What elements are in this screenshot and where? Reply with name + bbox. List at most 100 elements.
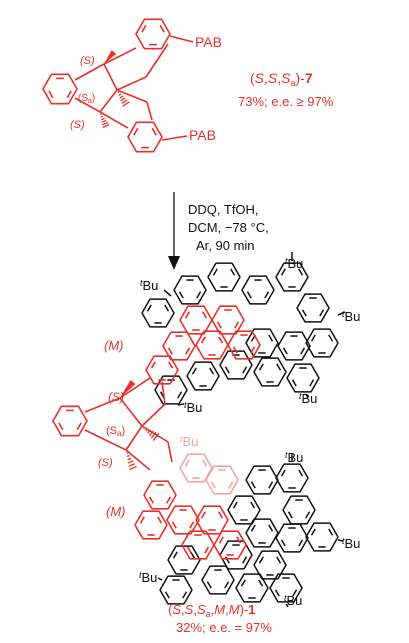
product-stereo-s-upper: (S)	[108, 390, 124, 404]
hashed-bond-spiro	[117, 91, 130, 107]
double-bond	[301, 309, 307, 317]
double-bond	[305, 511, 311, 519]
hash-line	[145, 428, 149, 432]
pab-upper-label: PAB	[195, 34, 222, 50]
bond	[161, 135, 188, 141]
double-bond	[250, 501, 256, 509]
double-bond	[58, 422, 64, 431]
helicene-ring-upper-4	[162, 331, 196, 361]
indane-benzo-ring	[42, 73, 78, 105]
double-bond	[274, 589, 280, 597]
hash-line	[129, 465, 137, 471]
double-bond	[240, 579, 246, 587]
helicene-ring-lower-5	[213, 530, 247, 560]
double-bond	[282, 347, 288, 355]
nanographene-ring-lower-9	[235, 573, 269, 603]
nanographene-ring-upper-10	[286, 363, 320, 393]
double-bond	[218, 536, 224, 544]
hash-line	[102, 124, 110, 128]
bond	[169, 35, 194, 43]
product-stereo-sa: (Sa)	[106, 425, 125, 438]
bond	[167, 441, 173, 463]
tbu-label-5: tBu	[299, 391, 317, 406]
compound-7-structure: (S) (Sa) (S) PAB PAB	[42, 18, 222, 153]
bond	[177, 403, 185, 406]
double-bond	[66, 90, 72, 99]
double-bond	[258, 579, 264, 587]
bond	[103, 47, 137, 65]
double-bond	[48, 90, 54, 99]
nanographene-ring-back-0	[179, 453, 213, 483]
tbu-label-10: tBu	[284, 593, 302, 608]
double-bond	[177, 391, 183, 399]
double-bond	[216, 321, 222, 329]
double-bond	[209, 367, 215, 375]
upper-aryl-ring	[135, 18, 171, 50]
double-bond	[159, 24, 165, 33]
double-bond	[228, 481, 234, 489]
double-bond	[202, 311, 208, 319]
double-bond	[164, 304, 170, 312]
helix-m-upper-label: (M)	[104, 338, 124, 353]
double-bond	[206, 581, 212, 589]
stereo-s-lower-label: (S)	[70, 119, 85, 131]
double-bond	[224, 581, 230, 589]
double-bond	[236, 536, 242, 544]
double-bond	[242, 556, 248, 564]
double-bond	[242, 366, 248, 374]
tbu-label-9: tBu	[139, 570, 157, 585]
compound-7-yield: 73%; e.e. ≥ 97%	[238, 94, 334, 109]
nanographene-ring-back-1	[205, 465, 239, 495]
nanographene-ring-lower-8	[269, 573, 303, 603]
nanographene-ring-upper-12	[154, 375, 188, 405]
double-bond	[246, 291, 252, 299]
compound-1-name: (S,S,Sa,M,M)-1	[168, 602, 255, 619]
hash-line	[102, 121, 108, 126]
nanographene-ring-upper-8	[219, 350, 253, 380]
double-bond	[309, 379, 315, 387]
double-bond	[151, 127, 157, 136]
bond	[119, 397, 143, 427]
bond	[99, 111, 129, 129]
double-bond	[224, 366, 230, 374]
bond	[146, 101, 153, 121]
double-bond	[264, 291, 270, 299]
double-bond	[268, 334, 274, 342]
double-bond	[184, 311, 190, 319]
nanographene-ring-lower-11	[167, 545, 201, 575]
hash-line	[120, 97, 126, 102]
nanographene-ring-upper-1	[207, 262, 241, 292]
double-bond	[300, 347, 306, 355]
double-bond	[268, 481, 274, 489]
bond	[145, 43, 169, 78]
double-bond	[232, 501, 238, 509]
bond	[141, 403, 166, 427]
hash-line	[101, 119, 107, 123]
indane-benzo-ring	[52, 405, 88, 437]
double-bond	[139, 516, 145, 524]
hash-line	[101, 117, 105, 121]
compound-7-caption: (S,S,Sa)-7 73%; e.e. ≥ 97%	[238, 70, 334, 109]
double-bond	[230, 268, 236, 276]
nanographene-ring-lower-10	[201, 565, 235, 595]
double-bond	[258, 556, 264, 564]
double-bond	[204, 546, 210, 554]
bond	[116, 89, 148, 103]
bond	[163, 289, 172, 297]
nanographene-ring-lower-13	[227, 495, 261, 525]
double-bond	[250, 481, 256, 489]
bond	[157, 577, 163, 581]
double-bond	[328, 334, 334, 342]
helicene-ring-upper-1	[211, 305, 245, 335]
bond	[305, 393, 309, 399]
double-bond	[191, 367, 197, 375]
conditions-line-1: DDQ, TfOH,	[188, 202, 259, 217]
nanographene-ring-upper-4	[296, 293, 330, 323]
double-bond	[224, 556, 230, 564]
double-bond	[310, 528, 316, 536]
hash-line	[148, 430, 154, 437]
double-bond	[182, 591, 188, 599]
double-bond	[287, 511, 293, 519]
nanographene-ring-lower-4	[275, 523, 309, 553]
